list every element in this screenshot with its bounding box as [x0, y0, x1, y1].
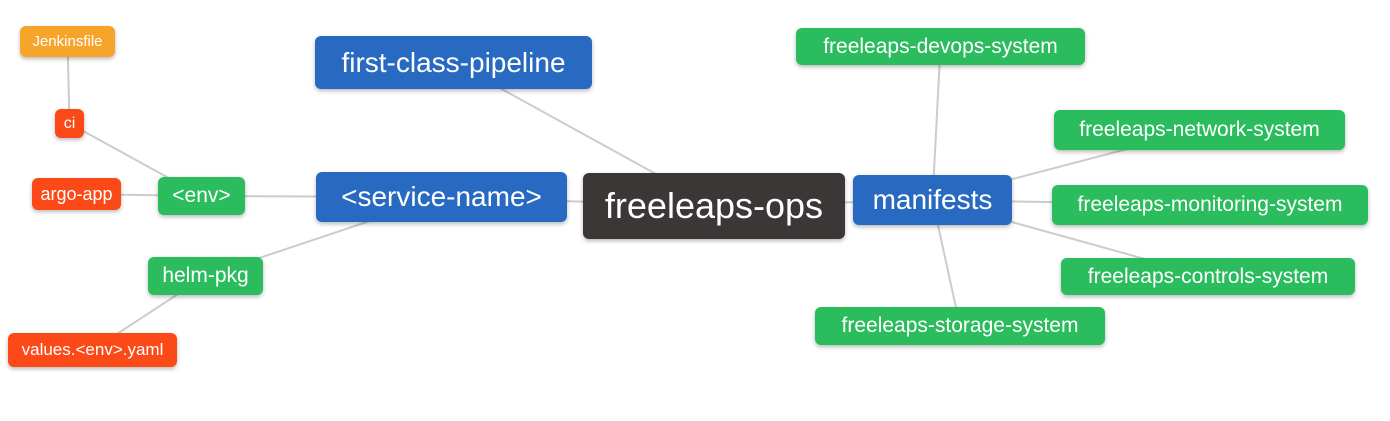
node-manifests[interactable]: manifests — [853, 175, 1012, 225]
node-label: freeleaps-network-system — [1079, 118, 1320, 141]
node-label: <service-name> — [341, 181, 542, 212]
node-argo-app[interactable]: argo-app — [32, 178, 121, 210]
node-label: first-class-pipeline — [341, 46, 566, 78]
node-devops-system[interactable]: freeleaps-devops-system — [796, 28, 1085, 65]
node-label: helm-pkg — [162, 264, 249, 287]
node-label: freeleaps-controls-system — [1087, 264, 1329, 288]
node-freeleaps-ops[interactable]: freeleaps-ops — [583, 173, 845, 239]
node-storage-system[interactable]: freeleaps-storage-system — [815, 307, 1105, 345]
node-service-name[interactable]: <service-name> — [316, 172, 567, 222]
edge-manifests-devops-system — [931, 46, 942, 201]
node-first-class-pipeline[interactable]: first-class-pipeline — [315, 36, 592, 89]
node-label: freeleaps-devops-system — [823, 34, 1058, 58]
node-label: freeleaps-ops — [604, 185, 824, 226]
node-label: ci — [63, 114, 76, 132]
node-jenkinsfile[interactable]: Jenkinsfile — [20, 26, 115, 57]
node-values-env-yaml[interactable]: values.<env>.yaml — [8, 333, 177, 367]
node-label: manifests — [872, 184, 993, 215]
node-controls-system[interactable]: freeleaps-controls-system — [1061, 258, 1355, 295]
node-label: freeleaps-storage-system — [841, 314, 1079, 337]
node-network-system[interactable]: freeleaps-network-system — [1054, 110, 1345, 150]
node-ci[interactable]: ci — [55, 109, 84, 138]
node-label: values.<env>.yaml — [21, 340, 164, 359]
node-label: freeleaps-monitoring-system — [1077, 193, 1343, 216]
node-env[interactable]: <env> — [158, 177, 245, 215]
node-label: <env> — [172, 184, 231, 207]
node-helm-pkg[interactable]: helm-pkg — [148, 257, 263, 295]
node-monitoring-system[interactable]: freeleaps-monitoring-system — [1052, 185, 1368, 225]
node-label: argo-app — [40, 183, 113, 204]
node-label: Jenkinsfile — [32, 33, 103, 50]
